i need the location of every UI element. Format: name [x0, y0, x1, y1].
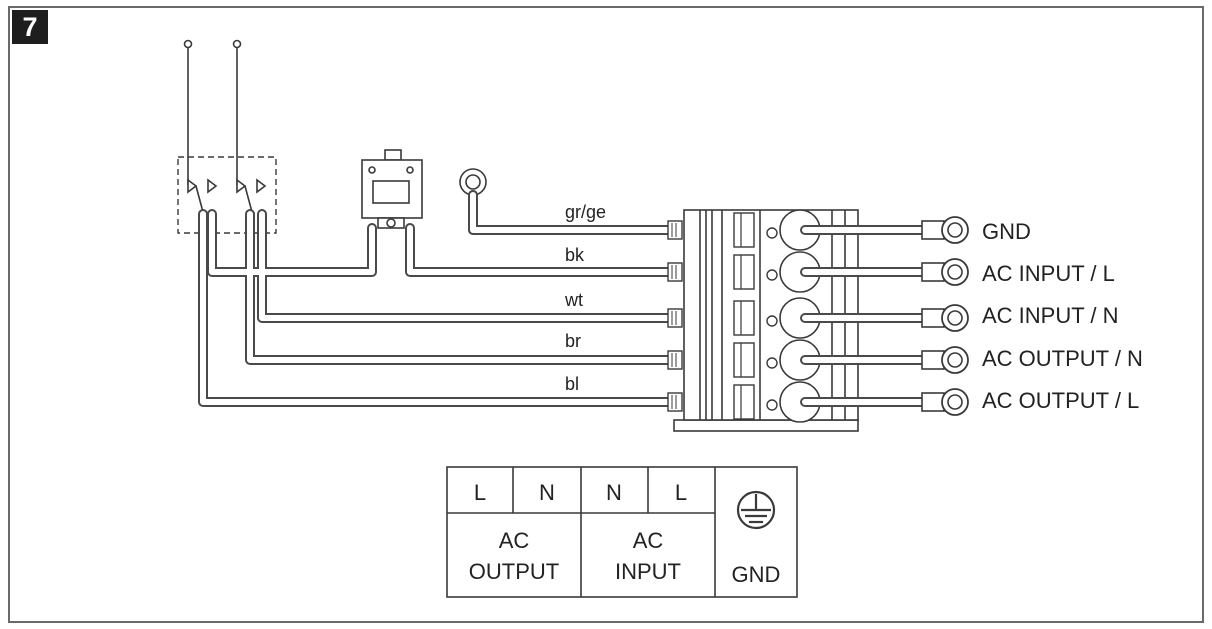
terminal-label-ac-output-l: AC OUTPUT / L [982, 388, 1139, 413]
lug-crimp [921, 308, 945, 328]
wire-label-bk: bk [565, 245, 585, 265]
ring-terminal-hole [947, 310, 963, 326]
table-cell-n-output: N [539, 480, 555, 505]
terminal-slot [733, 384, 755, 420]
figure-number-badge: 7 [12, 10, 48, 44]
terminal-dot [766, 315, 778, 327]
wire-label-bl: bl [565, 374, 579, 394]
table-cell-l-output: L [474, 480, 486, 505]
legend-table [446, 466, 798, 598]
group-ac-output-line1: AC [499, 528, 530, 553]
table-gnd-label: GND [732, 562, 781, 587]
diagram-frame [8, 6, 1204, 623]
double-pole-switch [177, 39, 277, 234]
terminal-rows [667, 209, 969, 423]
terminal-label-gnd: GND [982, 219, 1031, 244]
ring-terminal-hole [947, 222, 963, 238]
wire-bk-switch [207, 209, 377, 277]
wire-clamp [667, 262, 683, 282]
wire-clamp [667, 308, 683, 328]
lug-crimp [921, 392, 945, 412]
wire-clamp [667, 220, 683, 240]
lug-crimp [921, 220, 945, 240]
ring-terminal-hole [947, 352, 963, 368]
terminal-slot [733, 300, 755, 336]
terminal-slot [733, 254, 755, 290]
lug-crimp [921, 350, 945, 370]
terminal-dot [766, 357, 778, 369]
wire-clamp [667, 392, 683, 412]
wire-label-br: br [565, 331, 581, 351]
table-cell-n-input: N [606, 480, 622, 505]
wire-clamp [667, 350, 683, 370]
wire-label-wt: wt [564, 290, 583, 310]
ring-lug [459, 168, 487, 196]
terminal-dot [766, 227, 778, 239]
terminal-slot [733, 212, 755, 248]
terminal-dot [766, 269, 778, 281]
terminal-label-ac-input-n: AC INPUT / N [982, 303, 1119, 328]
earth-ground-icon [736, 490, 776, 530]
wire-bl [198, 209, 675, 407]
terminal-label-ac-output-n: AC OUTPUT / N [982, 346, 1143, 371]
ring-terminal-hole [947, 394, 963, 410]
wires [198, 190, 675, 407]
terminal-slot [733, 342, 755, 378]
wire-label-gr-ge: gr/ge [565, 202, 606, 222]
group-ac-output-line2: OUTPUT [469, 559, 559, 584]
group-ac-input-line2: INPUT [615, 559, 681, 584]
terminal-label-ac-input-l: AC INPUT / L [982, 261, 1115, 286]
lug-crimp [921, 262, 945, 282]
group-ac-input-line1: AC [633, 528, 664, 553]
table-cell-l-input: L [675, 480, 687, 505]
wire-br [245, 209, 675, 365]
ring-terminal-hole [947, 264, 963, 280]
terminal-dot [766, 399, 778, 411]
circuit-breaker [361, 149, 423, 229]
